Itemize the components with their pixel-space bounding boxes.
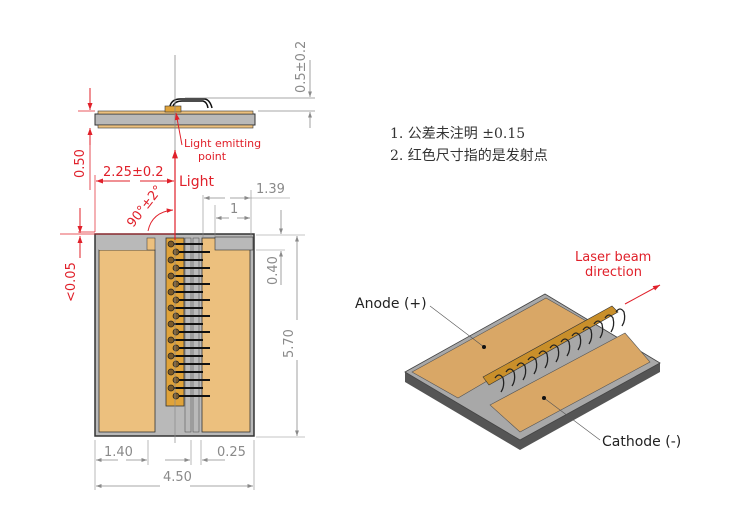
dim-side-offset: 0.50 bbox=[73, 149, 88, 178]
light-emitting-label-2: point bbox=[198, 150, 227, 163]
wire-bonds bbox=[167, 240, 210, 400]
bond-pad bbox=[172, 312, 180, 320]
iso-wire bbox=[527, 356, 538, 375]
iso-wire bbox=[538, 350, 549, 369]
iso-substrate-side bbox=[405, 363, 660, 450]
iso-wire bbox=[571, 332, 582, 351]
iso-wire bbox=[505, 368, 516, 387]
bond-pad bbox=[172, 360, 180, 368]
bond-pad bbox=[172, 344, 180, 352]
iso-wire-bonds bbox=[494, 308, 626, 393]
dim-side-height: 0.5±0.2 bbox=[294, 41, 309, 93]
dim-gap: 0.25 bbox=[217, 445, 246, 460]
iso-wire bbox=[582, 326, 593, 345]
side-view: 0.5±0.2 Light emitting point 0.50 bbox=[73, 41, 315, 240]
left-pad-top bbox=[146, 237, 156, 251]
dim-notch-width: 1.39 bbox=[256, 182, 285, 197]
dim-emitter-x: 2.25±0.2 bbox=[103, 165, 164, 180]
iso-wire bbox=[494, 374, 505, 393]
bond-pad bbox=[172, 376, 180, 384]
bond-pad bbox=[167, 256, 175, 264]
beam-label-2: direction bbox=[585, 265, 642, 280]
bond-pad bbox=[172, 392, 180, 400]
side-bottom-pad bbox=[97, 124, 254, 129]
note-2: 2. 红色尺寸指的是发射点 bbox=[390, 148, 548, 164]
cathode-label: Cathode (-) bbox=[602, 434, 681, 450]
dim-left-pad: 1.40 bbox=[104, 445, 133, 460]
anode-pad bbox=[98, 249, 156, 433]
iso-wire bbox=[593, 320, 604, 339]
iso-cathode-pad bbox=[489, 332, 651, 433]
gap-strip-1 bbox=[184, 237, 192, 433]
side-chip bbox=[164, 105, 182, 113]
iso-wire bbox=[604, 314, 615, 333]
bond-pad bbox=[167, 272, 175, 280]
bond-pad bbox=[167, 240, 175, 248]
dim-edge: <0.05 bbox=[64, 262, 79, 302]
bond-pad bbox=[172, 248, 180, 256]
iso-wire bbox=[560, 338, 571, 357]
iso-view: Laser beam direction Anode (+) Cathode (… bbox=[355, 250, 681, 450]
note-1: 1. 公差未注明 ±0.15 bbox=[390, 126, 526, 142]
iso-wire bbox=[516, 362, 527, 381]
bond-pad bbox=[167, 368, 175, 376]
notch bbox=[214, 236, 254, 251]
light-label: Light bbox=[179, 174, 214, 190]
bond-pad bbox=[172, 264, 180, 272]
bond-pad bbox=[167, 304, 175, 312]
bond-pad bbox=[167, 320, 175, 328]
dim-height: 5.70 bbox=[282, 329, 297, 358]
iso-wire bbox=[549, 344, 560, 363]
bond-pad bbox=[172, 280, 180, 288]
bond-pad bbox=[172, 328, 180, 336]
beam-label-1: Laser beam bbox=[575, 250, 651, 265]
iso-substrate-top bbox=[404, 293, 661, 441]
anode-label: Anode (+) bbox=[355, 296, 427, 312]
bond-pad bbox=[167, 384, 175, 392]
bond-pad bbox=[167, 336, 175, 344]
dim-total-width: 4.50 bbox=[163, 470, 192, 485]
bond-pad bbox=[172, 296, 180, 304]
dim-notch-inner: 1 bbox=[230, 202, 238, 217]
gap-strip-2 bbox=[192, 237, 200, 433]
light-emitting-label: Light emitting bbox=[184, 137, 261, 150]
left-notch-cover bbox=[99, 238, 147, 250]
iso-wire bbox=[615, 308, 626, 327]
dim-notch-depth: 0.40 bbox=[266, 256, 281, 285]
dim-angle: 90°±2° bbox=[124, 183, 166, 231]
top-view: Light 2.25±0.2 90°±2° <0.05 1.39 1 0.40 bbox=[60, 150, 305, 490]
bond-pad bbox=[167, 352, 175, 360]
bond-pad bbox=[167, 288, 175, 296]
